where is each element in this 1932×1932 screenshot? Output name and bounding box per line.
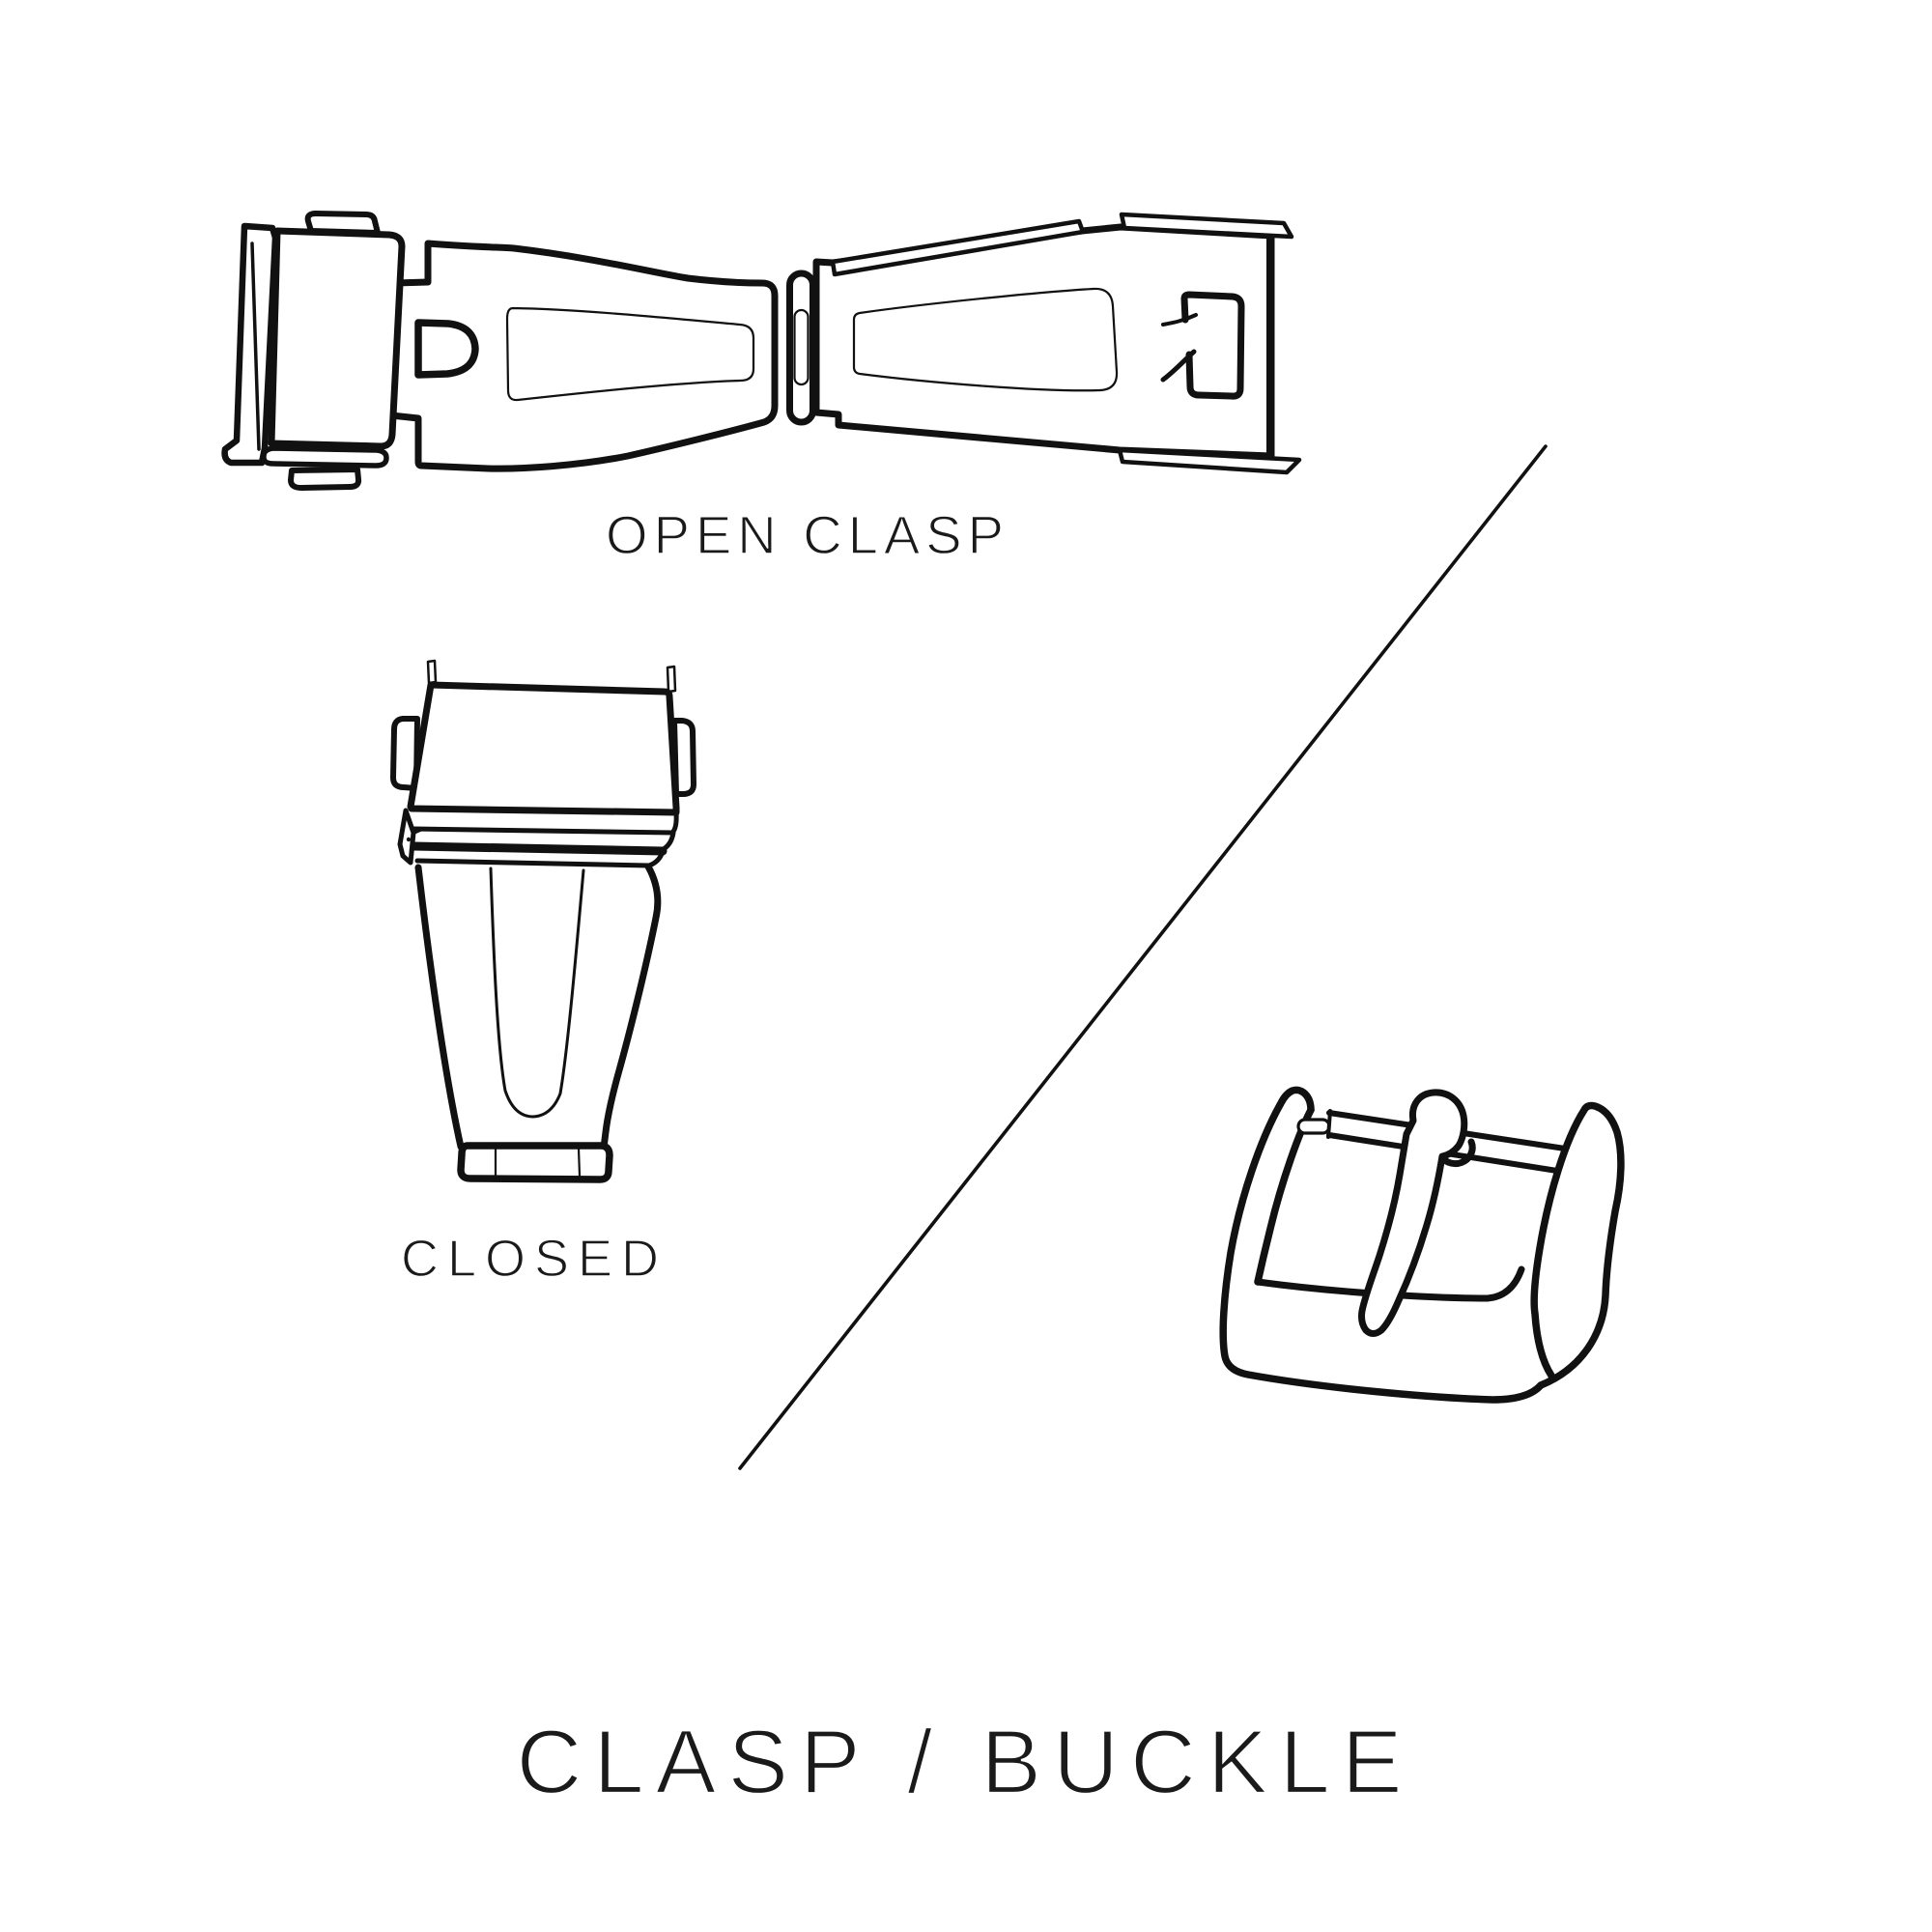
svg-text:CLOSED: CLOSED — [401, 1230, 668, 1288]
svg-text:OPEN CLASP: OPEN CLASP — [606, 504, 1009, 565]
svg-text:CLASP / BUCKLE: CLASP / BUCKLE — [516, 1711, 1413, 1812]
